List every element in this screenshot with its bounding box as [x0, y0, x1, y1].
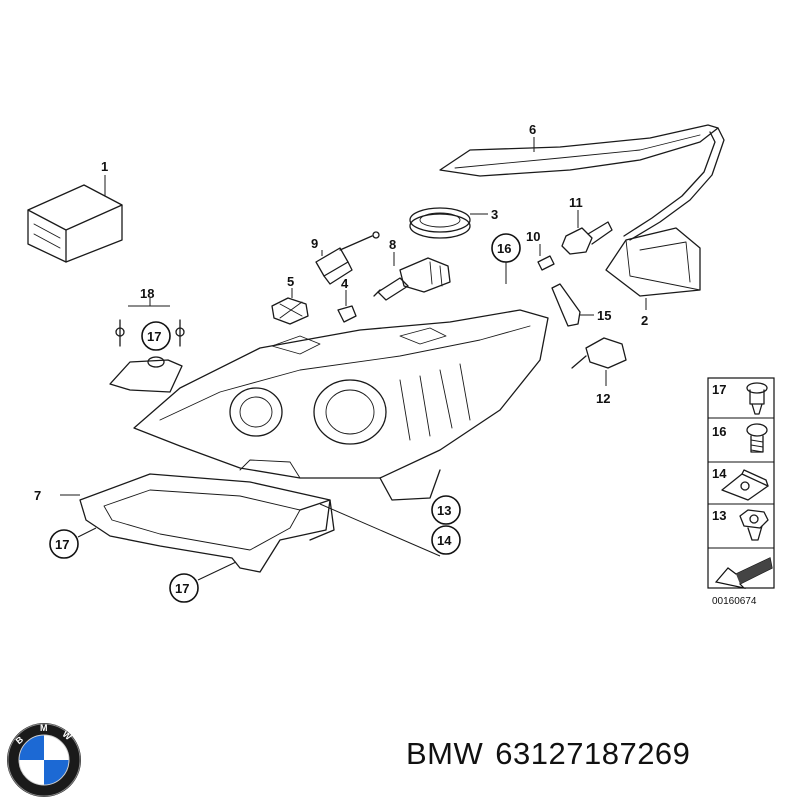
legend-arrow-icon [714, 557, 773, 590]
footer-brand: BMW [406, 736, 484, 771]
bmw-logo-icon: B M W [7, 723, 81, 797]
part-1-control-unit [27, 175, 123, 263]
legend-label-13: 13 [712, 508, 726, 523]
label-8: 8 [389, 237, 396, 252]
logo-letter-m: M [40, 723, 48, 733]
label-11: 11 [569, 195, 583, 210]
part-5-cross-cap [271, 288, 309, 325]
label-18: 18 [140, 286, 154, 301]
callout-17-top-circle [141, 321, 171, 351]
label-12: 12 [596, 391, 610, 406]
legend-label-14: 14 [712, 466, 727, 481]
callout-13-circle [431, 495, 461, 525]
label-17-top: 17 [147, 329, 161, 344]
callout-14-circle [431, 525, 461, 555]
diagram-code: 00160674 [712, 596, 757, 607]
headlight-housing [133, 309, 549, 501]
part-15-bracket [551, 283, 594, 327]
legend-clip-nut-14-icon [721, 469, 769, 501]
label-13: 13 [437, 503, 451, 518]
legend-nut-13-icon [739, 509, 769, 541]
part-18-bracket-with-screws [109, 298, 185, 393]
legend-screw-16-icon [746, 423, 768, 453]
label-16: 16 [497, 241, 511, 256]
label-14: 14 [437, 533, 452, 548]
footer-part-title: BMW 63127187269 [406, 736, 690, 772]
label-7: 7 [34, 488, 41, 503]
fastener-legend [707, 377, 775, 590]
label-6: 6 [529, 122, 536, 137]
label-3: 3 [491, 207, 498, 222]
logo-letter-b: B [14, 734, 26, 746]
label-4: 4 [341, 276, 349, 291]
part-9-bulb [315, 231, 380, 285]
part-11-bulb-holder [561, 210, 613, 255]
part-12-adjuster [571, 337, 627, 386]
part-7-lower-frame [60, 473, 335, 581]
part-6-seal-strip [439, 124, 725, 241]
part-8-bulb-socket [373, 252, 451, 301]
label-17-left: 17 [55, 537, 69, 552]
label-17-bottom: 17 [175, 581, 189, 596]
legend-label-16: 16 [712, 424, 726, 439]
part-10-small-bulb [537, 244, 555, 271]
label-10: 10 [526, 229, 540, 244]
part-4-clip [337, 290, 357, 323]
legend-label-17: 17 [712, 382, 726, 397]
footer-part-number: 63127187269 [495, 736, 691, 771]
label-2: 2 [641, 313, 648, 328]
callout-17-left-circle [49, 529, 79, 559]
label-1: 1 [101, 159, 108, 174]
callout-16-circle [491, 233, 521, 263]
label-9: 9 [311, 236, 318, 251]
leader-13-14 [319, 503, 441, 557]
callout-17-bottom-circle [169, 573, 199, 603]
part-2-side-cover [605, 227, 701, 310]
label-15: 15 [597, 308, 611, 323]
label-5: 5 [287, 274, 294, 289]
legend-screw-17-icon [746, 382, 768, 415]
part-3-ring-cap [409, 207, 488, 239]
